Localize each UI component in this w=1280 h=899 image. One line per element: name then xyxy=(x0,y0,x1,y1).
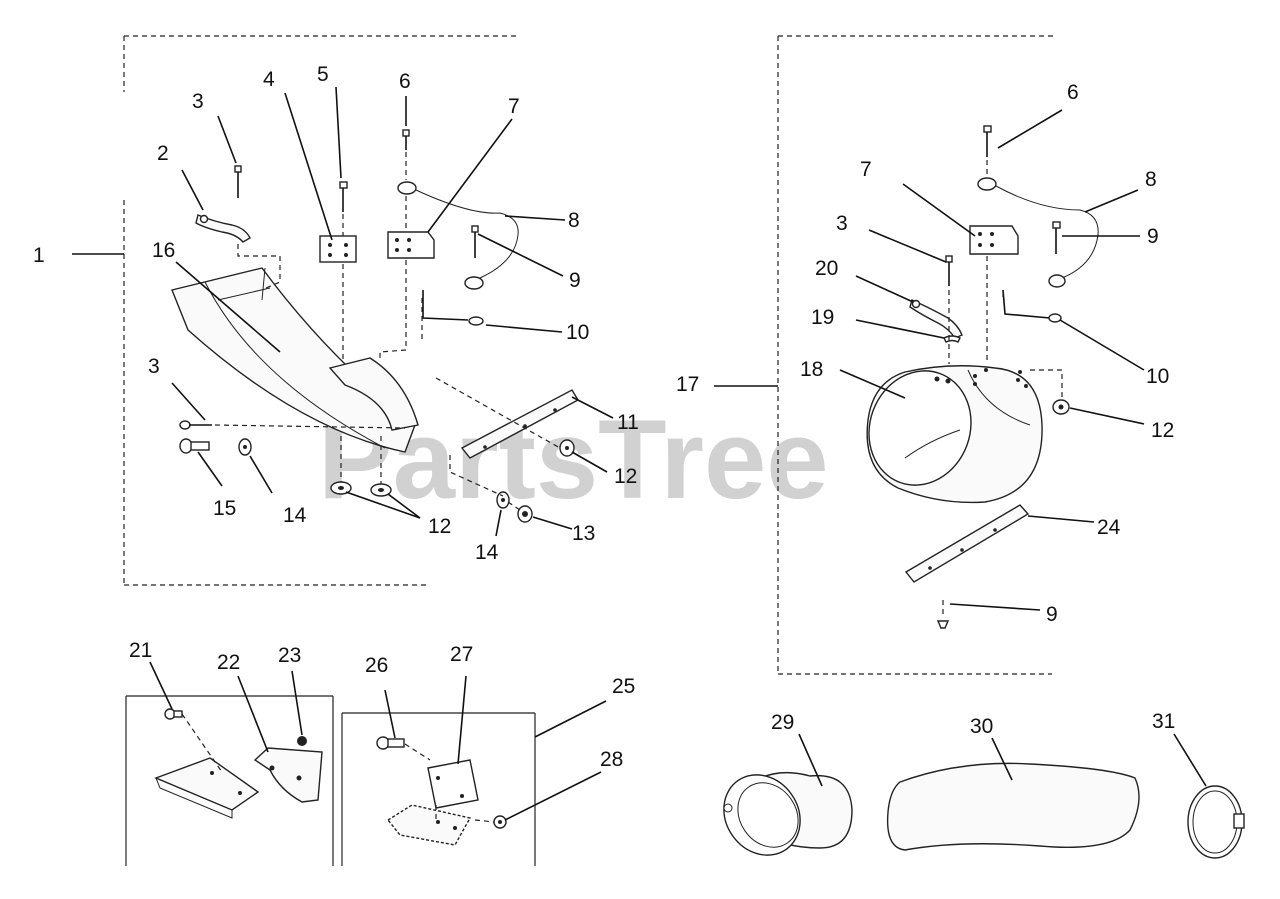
bracket-part-7-left[interactable] xyxy=(387,231,435,259)
callout-14-right: 14 xyxy=(475,541,499,564)
nut-part-13[interactable] xyxy=(517,505,533,523)
leader-lines-right xyxy=(714,109,1145,611)
washer-part-14-right[interactable] xyxy=(496,491,510,509)
callout-12-right-assembly: 12 xyxy=(1151,419,1174,442)
plate-part-27[interactable] xyxy=(427,759,479,809)
bracket-part-7-right[interactable] xyxy=(969,225,1019,255)
discharge-chute-part-16[interactable] xyxy=(171,267,419,453)
leader-lines-left xyxy=(72,86,614,537)
callout-18: 18 xyxy=(800,358,823,381)
screw-part-3-right[interactable] xyxy=(945,255,953,286)
callout-14-left: 14 xyxy=(283,504,307,527)
alignment-lines-right xyxy=(942,160,1063,618)
bolt-part-5[interactable] xyxy=(339,181,348,212)
callout-6-left: 6 xyxy=(399,70,411,93)
callout-20: 20 xyxy=(815,257,838,280)
callout-12-lower: 12 xyxy=(428,515,451,538)
plate-part-4[interactable] xyxy=(319,235,357,263)
callout-5: 5 xyxy=(317,63,329,86)
callout-9-right: 9 xyxy=(1147,225,1159,248)
nut-part-23[interactable] xyxy=(297,736,307,746)
elbow-part-29[interactable] xyxy=(708,760,853,870)
callout-19: 19 xyxy=(811,306,834,329)
ground-cable-part-8-right[interactable] xyxy=(977,177,1099,288)
screw-part-6-left[interactable] xyxy=(402,129,410,150)
bolt-part-3-top[interactable] xyxy=(234,165,242,198)
callout-31: 31 xyxy=(1152,710,1175,733)
callout-25: 25 xyxy=(612,675,635,698)
bracket-part-2[interactable] xyxy=(195,214,251,243)
rod-part-10-left[interactable] xyxy=(422,290,484,326)
screw-part-9-left[interactable] xyxy=(471,225,479,258)
callout-3-right: 3 xyxy=(836,212,848,235)
callout-12-right: 12 xyxy=(614,465,637,488)
callout-3-top: 3 xyxy=(192,90,204,113)
alignment-lines-left xyxy=(214,152,561,511)
leader-lines-box-a xyxy=(149,661,303,753)
callout-labels: 1 2 3 3 4 5 6 7 8 9 10 11 12 12 13 14 14… xyxy=(33,63,1175,771)
callout-11: 11 xyxy=(617,411,639,434)
alignment-lines-box-a xyxy=(181,713,223,773)
alignment-lines-box-b xyxy=(404,743,495,823)
mounting-kit-box xyxy=(341,712,536,866)
callout-1: 1 xyxy=(33,244,45,267)
ground-cable-part-8-left[interactable] xyxy=(397,181,519,290)
leader-lines-bottom-right xyxy=(798,733,1207,787)
bracket-part-25[interactable] xyxy=(386,804,472,846)
screw-part-9-lower[interactable] xyxy=(936,620,950,629)
callout-9-left: 9 xyxy=(569,269,581,292)
callout-10-left: 10 xyxy=(566,321,589,344)
rail-part-24[interactable] xyxy=(904,504,1030,583)
bolt-part-21[interactable] xyxy=(164,708,183,720)
callout-7-right: 7 xyxy=(860,158,872,181)
washer-part-12-lower-right[interactable] xyxy=(370,483,392,497)
right-assembly-frame xyxy=(777,35,1055,675)
screw-part-9-right[interactable] xyxy=(1052,221,1061,254)
callout-6-right: 6 xyxy=(1067,81,1079,104)
callout-16: 16 xyxy=(152,239,175,262)
callout-8-left: 8 xyxy=(568,209,580,232)
callout-3-lower: 3 xyxy=(148,355,160,378)
hose-part-30[interactable] xyxy=(886,762,1140,851)
callout-29: 29 xyxy=(771,711,794,734)
deflector-kit-box xyxy=(125,695,334,866)
callout-7-left: 7 xyxy=(508,95,520,118)
deflector-part-22[interactable] xyxy=(154,747,323,819)
callout-2: 2 xyxy=(157,142,169,165)
screw-part-6-right[interactable] xyxy=(983,125,992,157)
clamp-part-31[interactable] xyxy=(1187,785,1245,859)
callout-15: 15 xyxy=(213,497,236,520)
nozzle-part-18[interactable] xyxy=(853,356,1043,504)
bolt-part-3-lower[interactable] xyxy=(179,420,212,430)
nut-part-28[interactable] xyxy=(493,815,507,829)
callout-21: 21 xyxy=(129,639,152,662)
callout-9-lower: 9 xyxy=(1046,603,1058,626)
bolt-part-26[interactable] xyxy=(376,736,405,750)
bolt-part-15[interactable] xyxy=(179,438,210,454)
leader-lines-box-b xyxy=(384,675,607,821)
callout-10-right: 10 xyxy=(1146,365,1169,388)
callout-24: 24 xyxy=(1097,516,1121,539)
callout-4: 4 xyxy=(263,68,275,91)
callout-30: 30 xyxy=(970,715,993,738)
washer-part-12-right-assembly[interactable] xyxy=(1052,399,1070,415)
washer-part-14-left[interactable] xyxy=(238,438,252,456)
callout-17: 17 xyxy=(676,373,699,396)
washer-part-12-right[interactable] xyxy=(559,439,575,457)
callout-27: 27 xyxy=(450,643,473,666)
left-assembly-frame xyxy=(123,35,518,586)
callout-23: 23 xyxy=(278,644,301,667)
callout-8-right: 8 xyxy=(1145,168,1157,191)
callout-26: 26 xyxy=(365,654,388,677)
clip-part-19[interactable] xyxy=(943,335,961,343)
callout-22: 22 xyxy=(217,651,240,674)
callout-28: 28 xyxy=(600,748,623,771)
callout-13: 13 xyxy=(572,522,595,545)
rod-part-10-right[interactable] xyxy=(1002,289,1062,323)
